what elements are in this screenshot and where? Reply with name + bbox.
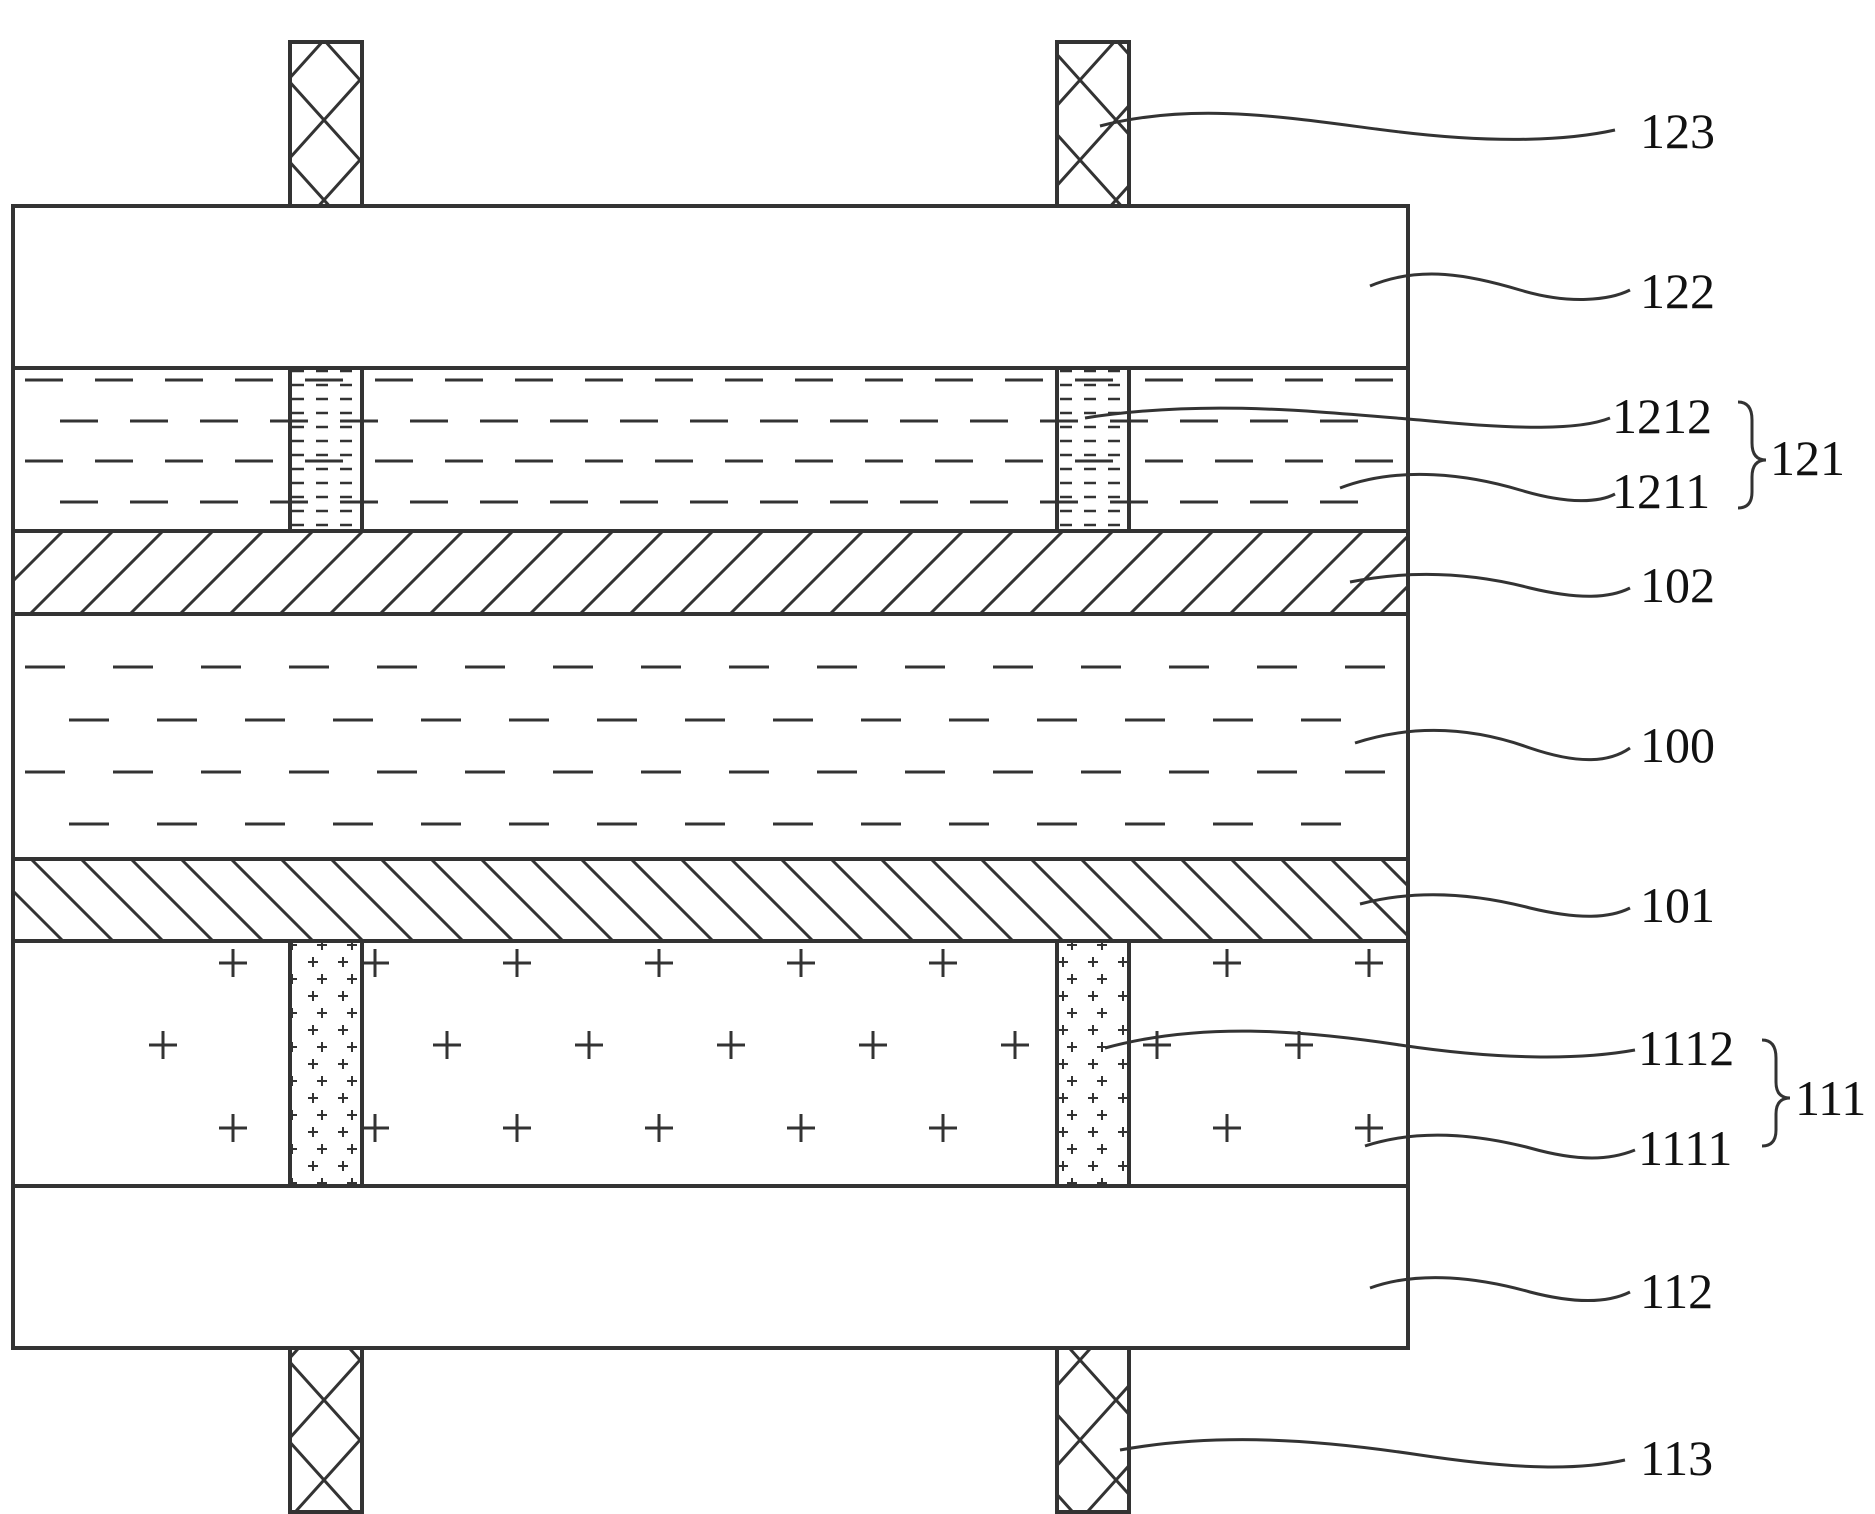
column-1212-right xyxy=(1057,368,1129,531)
label-100: 100 xyxy=(1640,717,1715,773)
layer-122 xyxy=(13,206,1408,368)
column-1112-right xyxy=(1057,941,1129,1186)
electrode-113-right xyxy=(1057,1348,1129,1512)
electrode-123-left xyxy=(290,42,362,206)
layer-111 xyxy=(13,941,1408,1186)
column-1112-left xyxy=(290,941,362,1186)
electrode-123-right xyxy=(1057,42,1129,206)
layer-102 xyxy=(13,531,1408,614)
label-112: 112 xyxy=(1640,1263,1713,1319)
layer-112 xyxy=(13,1186,1408,1348)
brace-121 xyxy=(1738,402,1766,508)
label-122: 122 xyxy=(1640,263,1715,319)
label-1211: 1211 xyxy=(1612,463,1710,519)
layer-121 xyxy=(13,368,1408,531)
braces xyxy=(1738,402,1790,1146)
brace-111 xyxy=(1762,1040,1790,1146)
label-1111: 1111 xyxy=(1638,1120,1732,1176)
label-121: 121 xyxy=(1770,430,1845,486)
label-111: 111 xyxy=(1795,1070,1866,1126)
label-1212: 1212 xyxy=(1612,388,1712,444)
reference-labels: 123 122 1212 1211 121 102 100 101 1112 1… xyxy=(1612,103,1866,1486)
label-1112: 1112 xyxy=(1638,1020,1734,1076)
label-102: 102 xyxy=(1640,557,1715,613)
layer-1211 xyxy=(13,368,1408,531)
electrode-113-left xyxy=(290,1348,362,1512)
label-123: 123 xyxy=(1640,103,1715,159)
label-113: 113 xyxy=(1640,1430,1713,1486)
layer-101 xyxy=(13,859,1408,941)
layer-1111 xyxy=(13,941,1408,1186)
leader-123 xyxy=(1100,113,1615,139)
layer-100 xyxy=(13,614,1408,859)
column-1212-left xyxy=(290,368,362,531)
label-101: 101 xyxy=(1640,877,1715,933)
electrodes-113 xyxy=(290,1348,1129,1512)
electrodes-123 xyxy=(290,42,1129,206)
leader-113 xyxy=(1120,1440,1625,1467)
